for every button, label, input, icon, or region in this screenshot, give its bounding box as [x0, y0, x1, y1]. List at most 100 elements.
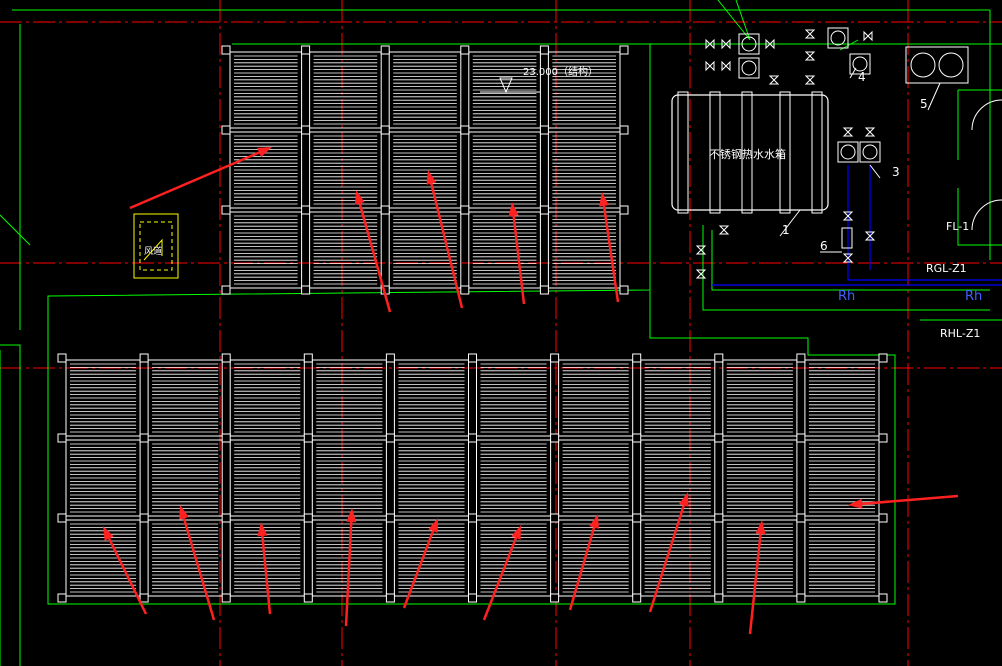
pipe-lines	[712, 165, 1002, 286]
collector-panel	[804, 519, 880, 597]
red-arrow	[568, 514, 599, 611]
collector-panel	[229, 359, 305, 437]
collector-panel	[229, 439, 305, 517]
mount-bracket	[139, 433, 149, 443]
mount-bracket	[303, 593, 313, 603]
mount-bracket	[632, 593, 642, 603]
mount-bracket	[221, 513, 231, 523]
collector-panel	[804, 439, 880, 517]
stainless-water-tank	[671, 91, 829, 214]
mount-bracket	[303, 353, 313, 363]
mount-bracket	[380, 205, 390, 215]
mount-bracket	[796, 353, 806, 363]
collector-panel	[476, 439, 552, 517]
mount-bracket	[539, 285, 549, 295]
collector-panel	[640, 359, 716, 437]
red-arrow	[848, 494, 959, 509]
collector-panel	[311, 439, 387, 517]
collector-panel	[65, 439, 141, 517]
mount-bracket	[460, 125, 470, 135]
item-number-6: 6	[820, 239, 828, 253]
mount-bracket	[550, 593, 560, 603]
mount-bracket	[714, 593, 724, 603]
collector-panel	[558, 519, 634, 597]
item-number-1: 1	[782, 223, 790, 237]
collector-panel	[388, 131, 462, 209]
item-number-5: 5	[920, 97, 928, 111]
collector-panel	[309, 51, 382, 129]
collector-panel	[147, 439, 223, 517]
mount-bracket	[539, 205, 549, 215]
mount-bracket	[303, 513, 313, 523]
collector-array-bottom	[57, 353, 888, 603]
mount-bracket	[57, 353, 67, 363]
mount-bracket	[714, 433, 724, 443]
mount-bracket	[385, 513, 395, 523]
collector-panel	[468, 131, 541, 209]
mount-bracket	[301, 205, 311, 215]
mount-bracket	[632, 433, 642, 443]
collector-panel	[558, 359, 634, 437]
collector-arrays	[57, 45, 888, 603]
mount-bracket	[460, 205, 470, 215]
mount-bracket	[468, 433, 477, 443]
mount-bracket	[303, 433, 313, 443]
red-arrow	[482, 525, 521, 621]
mount-bracket	[796, 433, 806, 443]
collector-panel	[547, 131, 621, 209]
mount-bracket	[221, 285, 231, 295]
pipe-rgl-label: RGL-Z1	[926, 262, 967, 275]
collector-panel	[393, 519, 469, 597]
mount-bracket	[221, 45, 231, 55]
pipe-rhl-label: RHL-Z1	[940, 327, 980, 340]
collector-panel	[65, 519, 141, 597]
collector-panel	[393, 439, 469, 517]
mount-bracket	[619, 45, 629, 55]
mount-bracket	[878, 513, 888, 523]
red-arrow	[344, 508, 357, 627]
pipe-rh-label: Rh	[838, 289, 855, 304]
mount-bracket	[221, 205, 231, 215]
room-label: 风道	[144, 245, 162, 257]
red-arrow	[599, 192, 620, 303]
mount-bracket	[385, 593, 395, 603]
mount-bracket	[468, 353, 477, 363]
red-arrow	[257, 522, 272, 615]
fl-label: FL-1	[946, 220, 969, 233]
pump-icons	[738, 27, 969, 249]
mount-bracket	[619, 285, 629, 295]
collector-panel	[804, 359, 880, 437]
red-arrow	[426, 170, 464, 309]
leader-lines	[480, 67, 941, 253]
mount-bracket	[139, 593, 149, 603]
collector-panel	[468, 51, 541, 129]
collector-array-top	[221, 45, 629, 295]
collector-panel	[388, 211, 462, 289]
mount-bracket	[57, 593, 67, 603]
mount-bracket	[460, 285, 470, 295]
mount-bracket	[139, 353, 149, 363]
door-arcs	[971, 99, 1002, 231]
collector-panel	[147, 359, 223, 437]
collector-panel	[476, 519, 552, 597]
mount-bracket	[468, 593, 477, 603]
collector-panel	[309, 211, 382, 289]
mount-bracket	[878, 353, 888, 363]
red-arrow	[129, 147, 272, 210]
mount-bracket	[632, 353, 642, 363]
collector-panel	[311, 359, 387, 437]
collector-panel	[640, 439, 716, 517]
collector-panel	[547, 51, 621, 129]
collector-panel	[65, 359, 141, 437]
mount-bracket	[57, 433, 67, 443]
collector-panel	[722, 359, 798, 437]
mount-bracket	[385, 433, 395, 443]
collector-panel	[547, 211, 621, 289]
collector-panel	[558, 439, 634, 517]
collector-panel	[468, 211, 541, 289]
collector-panel	[640, 519, 716, 597]
red-arrow	[402, 518, 438, 609]
mount-bracket	[57, 513, 67, 523]
red-arrow	[508, 202, 526, 305]
